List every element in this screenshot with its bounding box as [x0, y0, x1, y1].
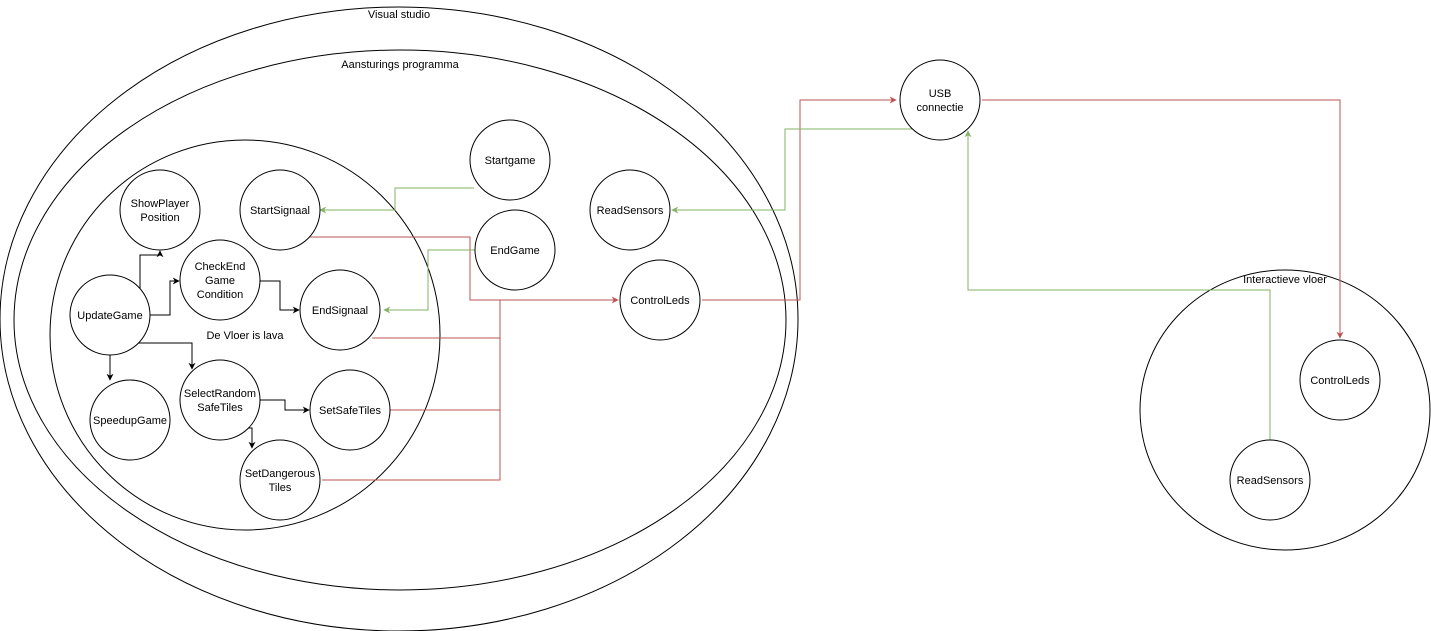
node-control-leds-pc[interactable]: ControlLeds	[619, 259, 701, 341]
node-label-line: Game	[205, 275, 235, 287]
edge-update-to-checkend	[148, 277, 180, 316]
edge-setdangerous-to-bus	[322, 300, 501, 481]
interactieve-vloer-label: Interactieve vloer	[1243, 274, 1327, 286]
edge-usb-to-floor-controlleds	[982, 99, 1344, 339]
node-read-sensors-floor[interactable]: ReadSensors	[1229, 439, 1311, 521]
interactieve-vloer-container	[1139, 269, 1431, 551]
node-label-line: StartSignaal	[250, 205, 310, 217]
de-vloer-is-lava-container	[49, 139, 441, 531]
node-speedup-game[interactable]: SpeedupGame	[89, 379, 171, 461]
visual-studio-label: Visual studio	[368, 9, 430, 21]
node-label-line: SetDangerous	[245, 468, 316, 480]
node-label-line: ControlLeds	[1310, 375, 1370, 387]
de-vloer-is-lava-label: De Vloer is lava	[206, 330, 284, 342]
node-label-line: USB	[929, 88, 952, 100]
node-update-game[interactable]: UpdateGame	[69, 274, 151, 356]
edge-endgame-to-endsignaal	[383, 249, 476, 314]
aansturings-programma-container	[13, 49, 787, 591]
edge-update-to-selectrandom	[137, 342, 196, 370]
node-label-line: SafeTiles	[197, 402, 243, 414]
node-startgame[interactable]: Startgame	[469, 119, 551, 201]
node-label-line: ShowPlayer	[131, 198, 190, 210]
node-label-line: ReadSensors	[597, 205, 664, 217]
node-end-signaal[interactable]: EndSignaal	[299, 269, 381, 351]
node-label-line: connectie	[916, 102, 963, 114]
node-start-signaal[interactable]: StartSignaal	[239, 169, 321, 251]
node-label-line: ControlLeds	[630, 295, 690, 307]
node-label-line: Position	[140, 212, 179, 224]
node-label-line: Startgame	[485, 155, 536, 167]
node-show-player-position[interactable]: ShowPlayer Position	[119, 169, 201, 251]
edge-selectrandom-to-setsafe	[260, 399, 310, 414]
node-check-end-game-condition[interactable]: CheckEnd Game Condition	[179, 239, 261, 321]
edge-usb-to-readsensors	[671, 128, 922, 214]
node-label-line: UpdateGame	[77, 310, 142, 322]
edge-startgame-to-startsignaal	[319, 187, 474, 214]
node-usb-connectie[interactable]: USB connectie	[899, 59, 981, 141]
node-label-line: ReadSensors	[1237, 475, 1304, 487]
node-label-line: SetSafeTiles	[319, 405, 381, 417]
node-set-dangerous-tiles[interactable]: SetDangerous Tiles	[239, 439, 321, 521]
edge-floor-readsensors-to-usb	[964, 130, 1271, 440]
visual-studio-container	[0, 6, 799, 631]
edge-startsignaal-to-controlleds	[308, 236, 619, 304]
node-label-line: EndGame	[490, 245, 540, 257]
node-label-line: Condition	[197, 289, 243, 301]
node-label-line: SelectRandom	[184, 388, 256, 400]
node-read-sensors-pc[interactable]: ReadSensors	[589, 169, 671, 251]
aansturings-programma-label: Aansturings programma	[341, 59, 459, 71]
node-set-safe-tiles[interactable]: SetSafeTiles	[309, 369, 391, 451]
edge-update-to-showplayer	[139, 250, 164, 293]
edge-checkend-to-endsignaal	[260, 280, 300, 314]
edge-controlleds-to-usb	[702, 96, 897, 301]
node-label-line: CheckEnd	[195, 261, 246, 273]
node-control-leds-floor[interactable]: ControlLeds	[1299, 339, 1381, 421]
node-select-random-safe-tiles[interactable]: SelectRandom SafeTiles	[179, 359, 261, 441]
node-label-line: EndSignaal	[312, 305, 368, 317]
node-label-line: Tiles	[269, 482, 292, 494]
node-end-game[interactable]: EndGame	[474, 209, 556, 291]
node-label-line: SpeedupGame	[93, 415, 167, 427]
